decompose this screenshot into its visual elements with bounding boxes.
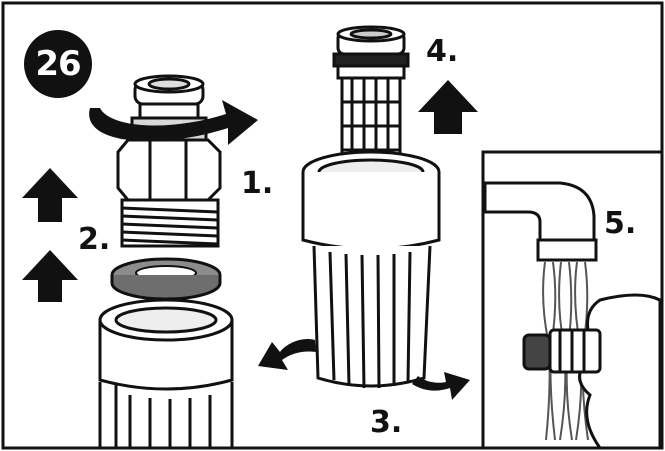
step-label-3: 3. (370, 405, 403, 440)
up-arrow-filter (418, 80, 478, 134)
up-arrow-bottom (22, 250, 78, 302)
hose-coupling-left (98, 298, 234, 448)
step-label-1: 1. (241, 166, 274, 201)
pull-arrow-left (258, 339, 316, 370)
inset-panel (481, 150, 664, 450)
gasket-ring (110, 257, 222, 301)
faucet-aerator (536, 238, 598, 262)
strainer-filter (332, 25, 410, 172)
step-label-4: 4. (426, 34, 459, 69)
step-label-2: 2. (78, 222, 111, 257)
pull-arrow-right (412, 372, 470, 400)
rotate-arrow (89, 100, 259, 145)
step-label-5: 5. (604, 206, 637, 241)
hose-fitting (116, 74, 222, 248)
up-arrow-top (22, 168, 78, 222)
step-number-badge: 26 (24, 30, 92, 98)
filter-in-hand (522, 328, 602, 374)
hose-coupling-center (301, 150, 441, 389)
